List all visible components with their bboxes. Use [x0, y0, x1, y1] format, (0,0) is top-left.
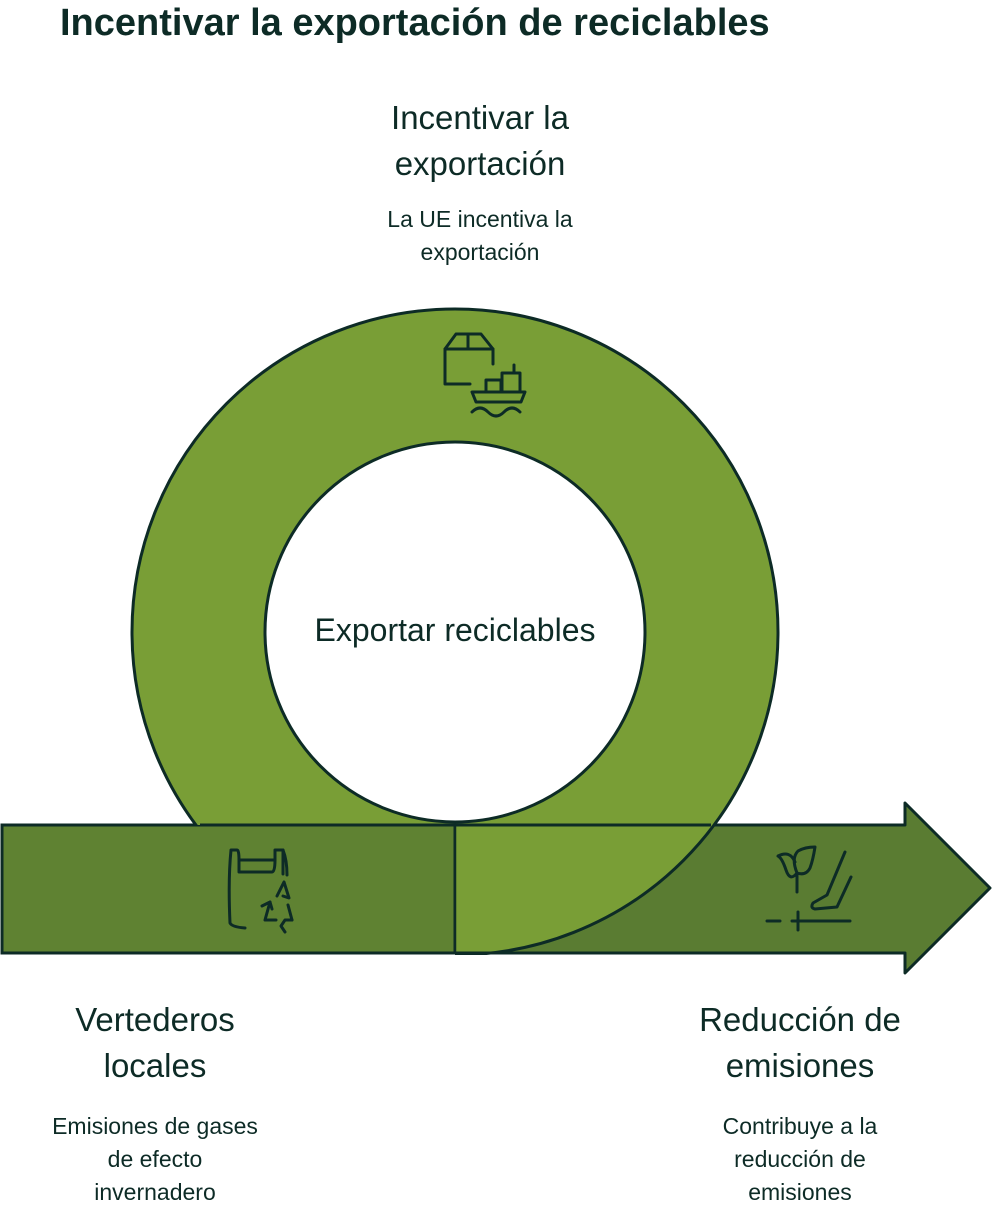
ring-sweep — [455, 825, 716, 955]
left-description: Emisiones de gases de efecto invernadero — [52, 1113, 258, 1205]
top-heading: Incentivar la exportación — [391, 99, 569, 182]
diagram-title: Incentivar la exportación de reciclables — [60, 2, 770, 44]
plant-hand-icon — [765, 845, 853, 932]
right-heading: Reducción de emisiones — [699, 1001, 901, 1084]
ring — [130, 307, 780, 825]
right-description: Contribuye a la reducción de emisiones — [722, 1113, 878, 1205]
left-heading: Vertederos locales — [75, 1001, 235, 1084]
box-ship-icon — [443, 332, 527, 418]
bag-recycle-icon — [227, 848, 294, 934]
center-label: Exportar reciclables — [314, 612, 596, 648]
top-description: La UE incentiva la exportación — [387, 206, 573, 265]
